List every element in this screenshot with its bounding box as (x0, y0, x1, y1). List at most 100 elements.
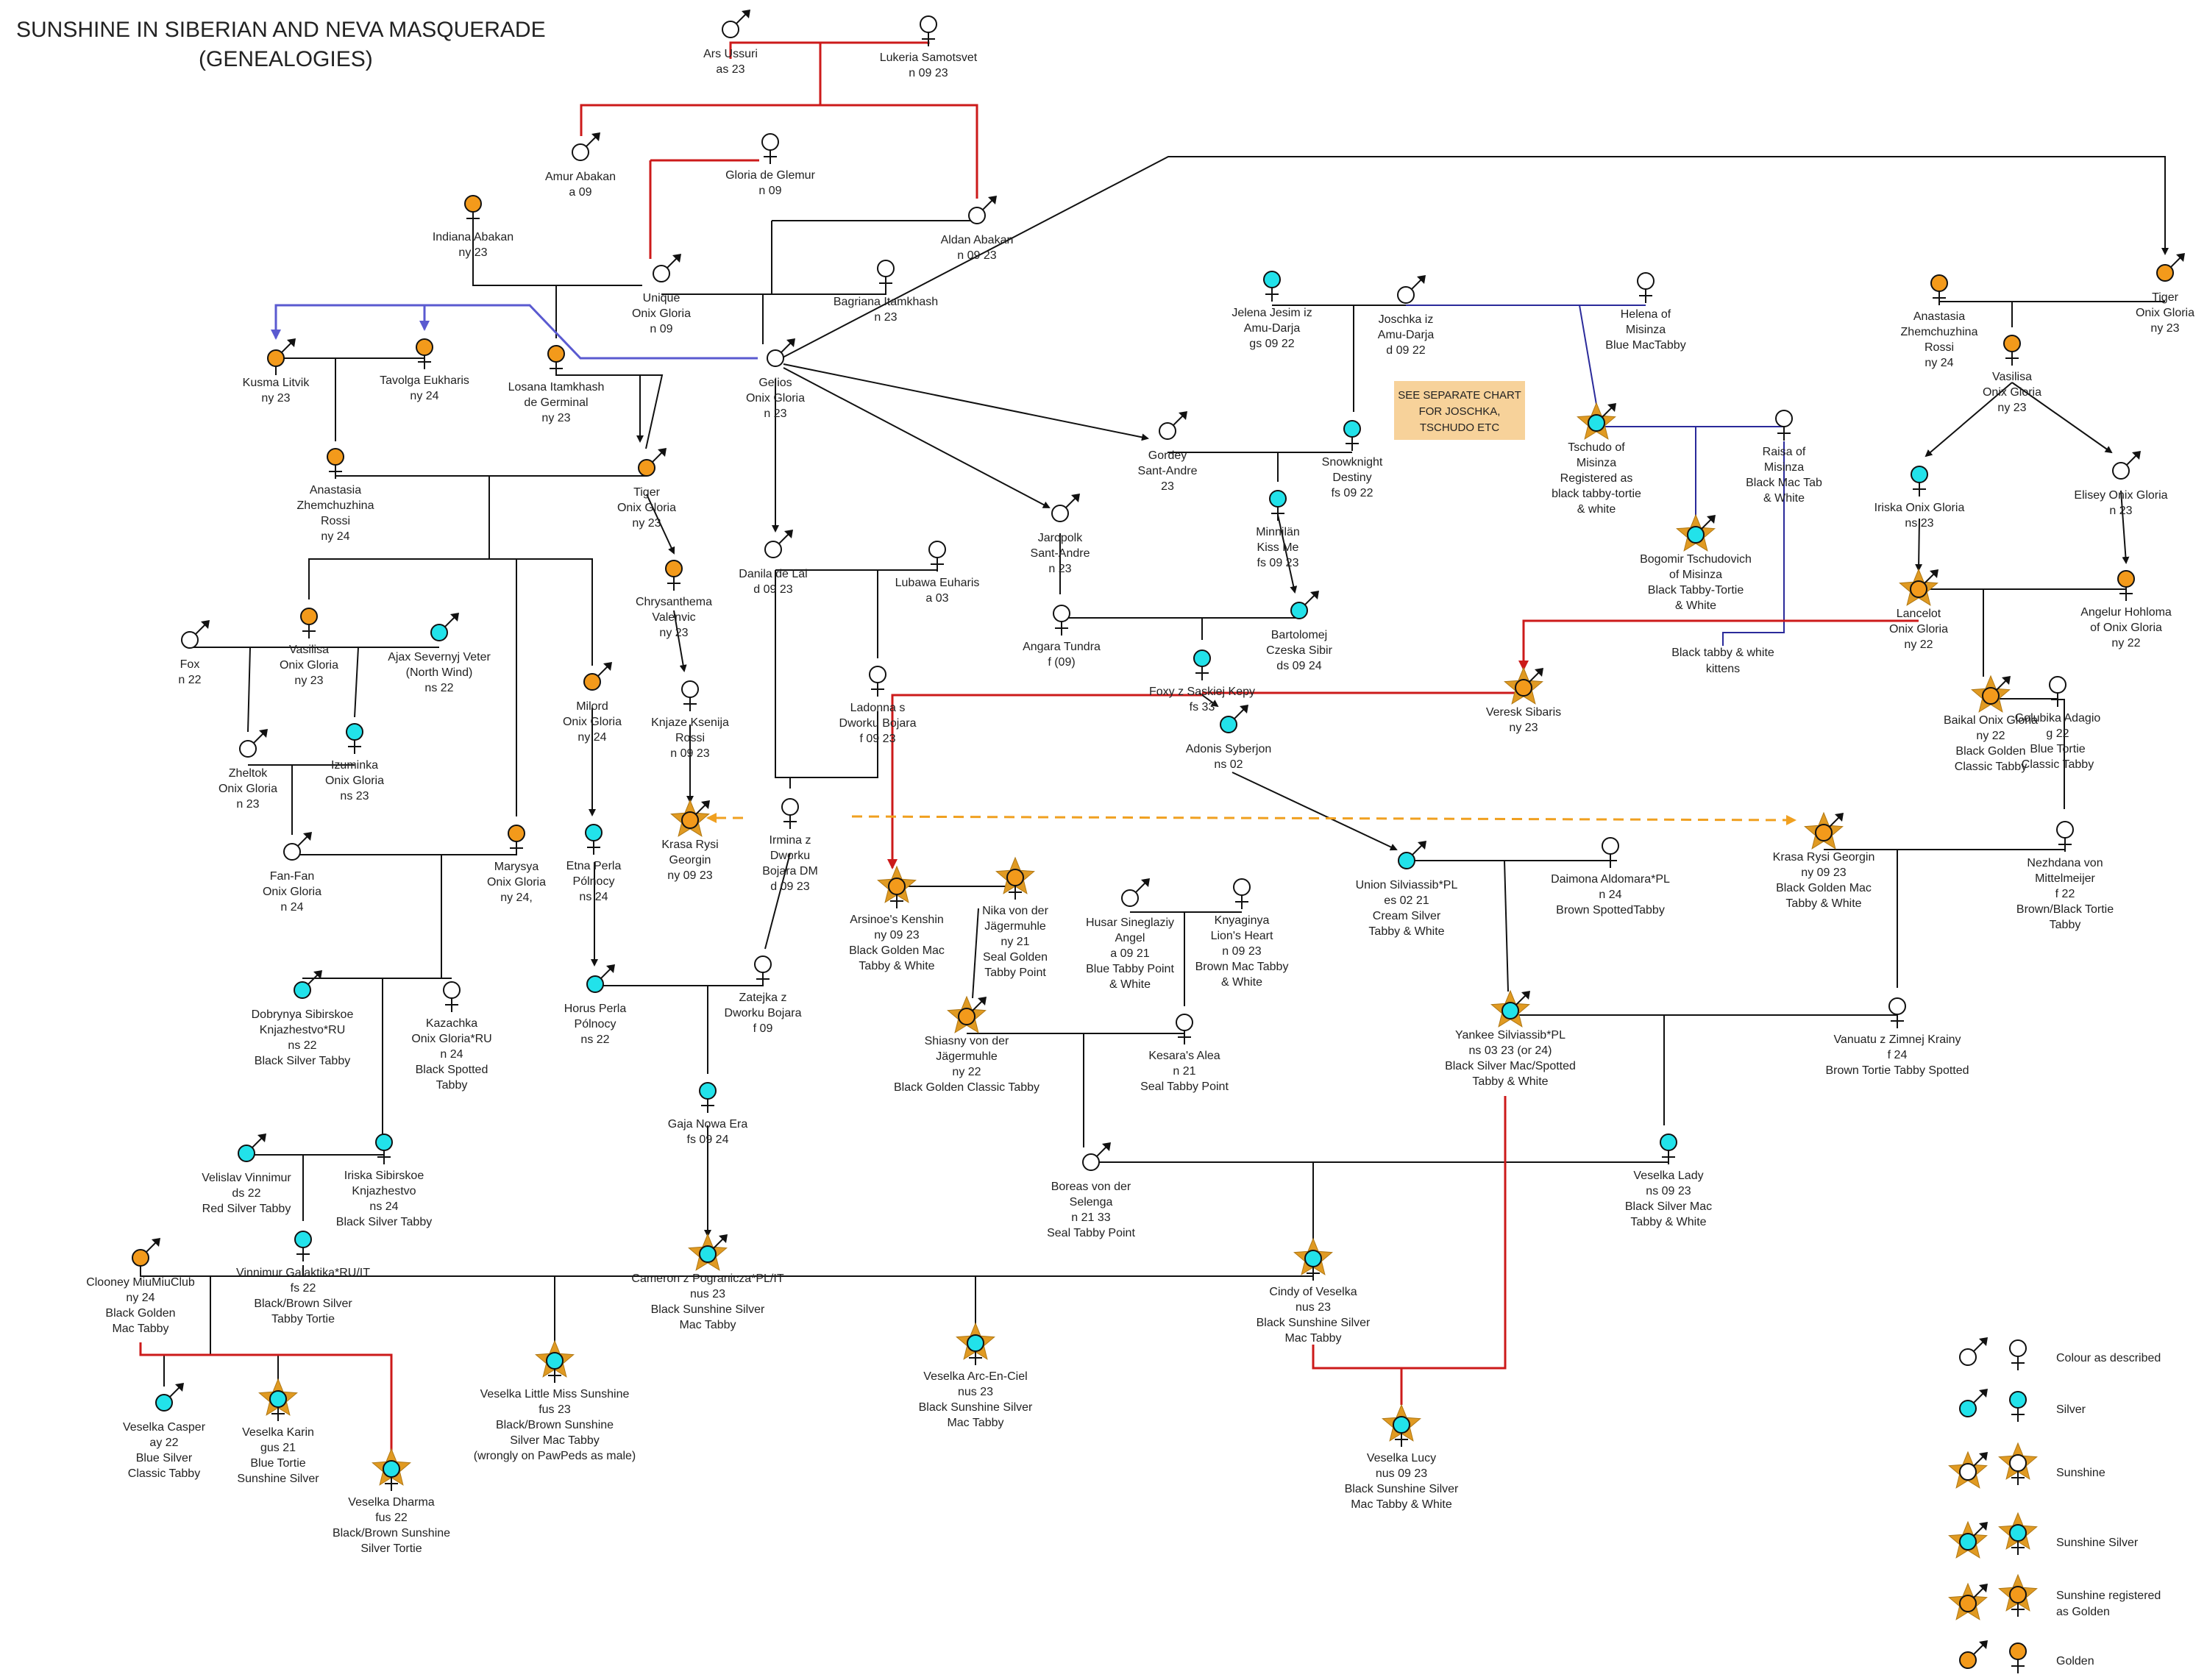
cat-label-line: ny 09 23 (874, 929, 919, 942)
cat-label-line: Black/Brown Sunshine (333, 1527, 450, 1540)
cat-label-line: Tabby (436, 1079, 468, 1092)
cat-symbol (1602, 837, 1619, 868)
male-arrow-head (672, 254, 681, 263)
female-symbol-icon (585, 824, 603, 841)
legend: Colour as describedSilverSunshineSunshin… (1948, 1337, 2161, 1673)
male-arrow-head (978, 997, 987, 1005)
legend-female-symbol (2009, 1642, 2027, 1673)
cat-label-line: n 09 23 (670, 747, 709, 760)
cat-symbol (547, 345, 565, 376)
female-symbol-icon (294, 1231, 312, 1248)
cat-label-line: Tabby & White (1368, 925, 1444, 938)
cat-label-line: Veselka Little Miss Sunshine (480, 1388, 630, 1400)
cat-symbol (1343, 420, 1361, 451)
cat-symbol (464, 195, 482, 226)
cat-label-line: Registered as (1560, 472, 1633, 485)
cat-symbol (1220, 705, 1248, 733)
cat-label-line: a 09 (569, 186, 591, 199)
cat-symbol (2003, 335, 2021, 366)
cat-symbol (181, 620, 210, 649)
male-symbol-icon (1121, 889, 1139, 907)
cat-label-line: Angara Tundra (1023, 641, 1101, 653)
cat-label-line: Onix Gloria (632, 307, 691, 320)
cat-label-line: Black Silver Mac/Spotted (1445, 1060, 1576, 1072)
cat-label-line: Classic Tabby (1955, 761, 2027, 773)
cat-label-line: fus 23 (539, 1403, 571, 1416)
pedigree-line (1232, 772, 1398, 851)
cat-symbol (764, 530, 793, 558)
female-symbol-icon (1637, 272, 1655, 290)
female-symbol-icon (1775, 410, 1793, 427)
cat-label-line: Seal Golden (983, 951, 1048, 964)
male-arrow-head (606, 964, 615, 973)
cat-symbol (665, 560, 683, 591)
cat-label-line: Misinza (1577, 457, 1616, 469)
cat-label-line: Golubika Adagio (2015, 712, 2101, 725)
male-arrow-head (988, 196, 997, 204)
female-symbol-icon (1911, 466, 1928, 483)
male-arrow-head (1141, 878, 1150, 887)
female-symbol-icon (1888, 997, 1906, 1015)
cat-label-line: ds 09 24 (1276, 660, 1321, 672)
cat-label-line: ny 22 (2111, 637, 2140, 649)
female-symbol-icon (761, 133, 779, 151)
cat-label-line: n 22 (178, 674, 201, 686)
cat-symbol (928, 541, 946, 572)
cat-label-line: Georgin (669, 854, 711, 866)
cat-label-line: Veresk Sibaris (1486, 706, 1561, 719)
legend-male-symbol (1948, 1451, 1988, 1489)
cat-label-line: Dobrynya Sibirskoe (252, 1008, 354, 1021)
cat-label-line: gs 09 22 (1249, 338, 1294, 350)
cat-label-line: Danila de Lal (739, 568, 807, 580)
cat-symbol (239, 729, 268, 758)
cat-label-line: ds 22 (232, 1187, 260, 1200)
cat-label-line: Classic Tabby (2022, 758, 2094, 771)
cat-label-line: Kazachka (426, 1017, 477, 1030)
cat-node-veresk: Veresk Sibaris ny 23 (1486, 666, 1561, 734)
cat-label-line: ny 24 (126, 1292, 154, 1304)
male-arrow-head (786, 338, 795, 347)
cat-label-line: Aldan Abakan (941, 234, 1014, 246)
cat-label-line: ny 23 (1509, 722, 1538, 734)
cat-label-line: n 24 (280, 901, 303, 914)
cat-label-line: Knjazhestvo*RU (260, 1024, 346, 1036)
pedigree-line (489, 558, 517, 816)
cat-label-line: ny 22 (952, 1066, 981, 1078)
cat-label-line: Dworku Bojara (725, 1007, 802, 1019)
pedigree-line (673, 610, 687, 672)
cat-label-line: Zatejka z (739, 992, 787, 1004)
cat-label-line: Onix Gloria (280, 659, 338, 672)
male-symbol-icon (1959, 1400, 1977, 1417)
cat-label-line: Ars Ussuri (703, 48, 758, 60)
cat-label-line: Gordey (1148, 449, 1187, 462)
male-symbol-icon (1959, 1595, 1977, 1612)
cat-label-line: Onix Gloria (563, 716, 622, 728)
male-symbol-icon (722, 21, 739, 38)
female-symbol-icon (1233, 878, 1251, 896)
cat-label-line: Veselka Karin (242, 1426, 314, 1439)
cat-label-line: Helena of (1621, 308, 1671, 321)
pedigree-line (646, 494, 675, 555)
cat-label-line: g 22 (2046, 727, 2069, 740)
legend-male-symbol (1959, 1389, 1988, 1417)
cat-label-line: Gelios (758, 377, 792, 389)
cat-label-line: Anastasia (310, 484, 361, 496)
male-symbol-icon (283, 843, 301, 861)
cat-label-line: fus 22 (375, 1512, 408, 1524)
cat-label-line: nus 23 (958, 1386, 993, 1398)
